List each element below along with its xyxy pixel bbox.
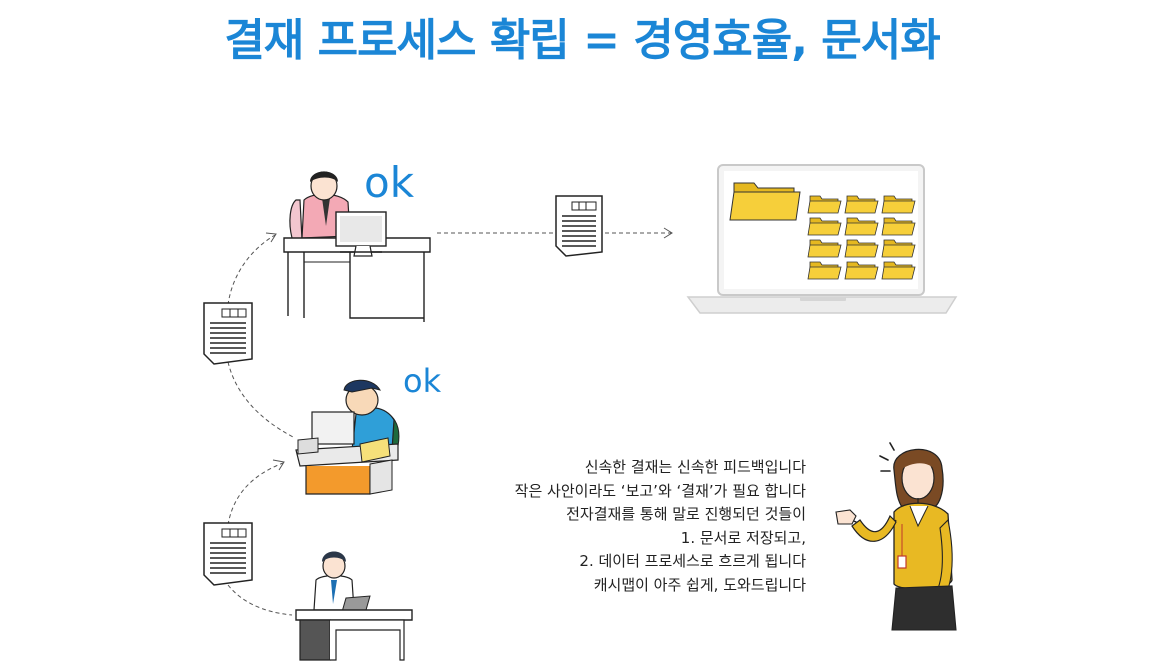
- arrow-from-staff: [227, 584, 293, 616]
- staff-figure: [295, 551, 413, 661]
- folder-grid: [807, 195, 916, 280]
- folder-icon: [844, 200, 879, 214]
- folder-icon: [844, 266, 879, 280]
- description-line: 작은 사안이라도 ‘보고’와 ‘결재’가 필요 합니다: [514, 481, 806, 500]
- folder-icon: [807, 200, 842, 214]
- document-icon: [555, 195, 603, 257]
- manager-figure: [295, 379, 400, 495]
- description-text: 신속한 결재는 신속한 피드백입니다 작은 사안이라도 ‘보고’와 ‘결재’가 …: [440, 456, 806, 597]
- executive-approval-label: ok: [364, 158, 415, 207]
- flow-arrows: [227, 227, 673, 616]
- folder-icon: [881, 244, 916, 258]
- folder-icon: [881, 222, 916, 236]
- folder-icon: [844, 222, 879, 236]
- laptop-icon: [686, 164, 958, 314]
- folder-icon: [881, 266, 916, 280]
- manager-approval-label: ok: [403, 362, 442, 400]
- page-title: 결재 프로세스 확립 = 경영효율, 문서화: [224, 15, 940, 66]
- description-line: 2. 데이터 프로세스로 흐르게 됩니다: [579, 552, 806, 570]
- folder-icon: [807, 244, 842, 258]
- description-line: 캐시맵이 아주 쉽게, 도와드립니다: [593, 575, 806, 594]
- document-icon: [203, 522, 253, 586]
- description-line: 전자결재를 통해 말로 진행되던 것들이: [566, 505, 806, 523]
- description-line: 1. 문서로 저장되고,: [680, 528, 806, 547]
- description-line: 신속한 결재는 신속한 피드백입니다: [584, 458, 806, 476]
- arrow-to-manager: [227, 462, 284, 526]
- arrow-from-manager: [227, 361, 296, 439]
- folder-icon: [844, 244, 879, 258]
- folder-icon: [881, 200, 916, 214]
- arrowhead-laptop: [663, 227, 673, 239]
- folder-icon: [807, 266, 842, 280]
- document-icon: [203, 302, 253, 365]
- folder-icon: [729, 182, 801, 221]
- executive-figure: [283, 171, 431, 322]
- presenter-figure: [835, 442, 957, 631]
- arrow-to-executive: [227, 234, 276, 306]
- folder-icon: [807, 222, 842, 236]
